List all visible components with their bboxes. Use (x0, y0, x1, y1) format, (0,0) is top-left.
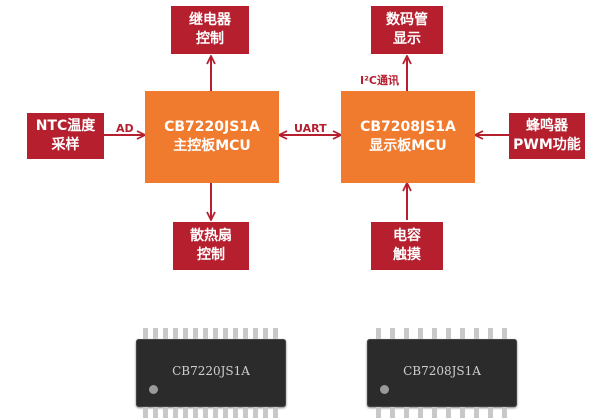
i2c-label: I²C通讯 (360, 74, 399, 87)
chip-pin (153, 328, 158, 339)
chip-pin (376, 407, 381, 418)
segment-line1: 数码管 (386, 12, 428, 29)
chip-marking-left: CB7220JS1A (172, 364, 250, 378)
chip-pin (213, 328, 218, 339)
chip-pin (263, 328, 268, 339)
touch-line2: 触摸 (393, 247, 421, 263)
chip-pin (390, 407, 395, 418)
chip-pin (143, 328, 148, 339)
uart-label: UART (294, 122, 327, 135)
chip-pin (213, 407, 218, 418)
ntc-line1: NTC温度 (35, 118, 96, 135)
ntc-sampling-box: NTC温度 采样 (27, 113, 104, 159)
chip-pin (432, 407, 437, 418)
touch-box: 电容 触摸 (371, 222, 443, 270)
fan-line1: 散热扇 (190, 228, 232, 245)
ad-label: AD (116, 122, 134, 135)
segment-line2: 显示 (393, 31, 421, 47)
main-mcu-desc: 主控板MCU (173, 138, 251, 154)
chip-pin (183, 328, 188, 339)
chip-pin (376, 328, 381, 339)
segment-display-box: 数码管 显示 (371, 6, 443, 54)
fan-line2: 控制 (197, 247, 225, 263)
chip-pin (474, 328, 479, 339)
display-mcu-desc: 显示板MCU (369, 138, 447, 154)
chip-pin (446, 407, 451, 418)
chip-pin (183, 407, 188, 418)
main-mcu-box: CB7220JS1A 主控板MCU (145, 91, 279, 183)
chip-pin (273, 407, 278, 418)
chip-pin (163, 407, 168, 418)
chip-pin (233, 328, 238, 339)
relay-line2: 控制 (196, 31, 224, 47)
chip-pin (223, 328, 228, 339)
chip-pin (163, 328, 168, 339)
display-mcu-box: CB7208JS1A 显示板MCU (341, 91, 475, 183)
fan-control-box: 散热扇 控制 (173, 222, 249, 270)
chip-pin (143, 407, 148, 418)
chip-pin (153, 407, 158, 418)
chip-pin (404, 407, 409, 418)
chip-pin (253, 407, 258, 418)
main-mcu-model: CB7220JS1A (164, 119, 260, 136)
relay-line1: 继电器 (189, 12, 231, 29)
chip-marking-right: CB7208JS1A (403, 364, 481, 378)
chip-pin (173, 407, 178, 418)
chip-pin (460, 328, 465, 339)
chip-pin (502, 328, 507, 339)
touch-line1: 电容 (393, 228, 421, 245)
chip-pin (223, 407, 228, 418)
display-mcu-model: CB7208JS1A (360, 119, 456, 136)
chip-pin (273, 328, 278, 339)
chip-pin (404, 328, 409, 339)
chip-pin (418, 407, 423, 418)
chip-pin (390, 328, 395, 339)
chip-body-right: CB7208JS1A (367, 339, 517, 407)
chip-pin (502, 407, 507, 418)
chip-pin (432, 328, 437, 339)
chip-pin (173, 328, 178, 339)
chip-pin1-dot-right (380, 385, 389, 394)
chip-cb7208: CB7208JS1A (367, 325, 517, 419)
chip-pin (418, 328, 423, 339)
buzzer-line1: 蜂鸣器 (526, 118, 568, 135)
chip-pin (193, 328, 198, 339)
chip-pin (243, 328, 248, 339)
chip-pin (243, 407, 248, 418)
buzzer-line2: PWM功能 (513, 137, 581, 153)
chip-pin (233, 407, 238, 418)
chip-pin1-dot-left (149, 385, 158, 394)
ntc-line2: 采样 (51, 137, 80, 153)
chip-pin (488, 328, 493, 339)
chip-pin (263, 407, 268, 418)
chip-pin (488, 407, 493, 418)
chip-body-left: CB7220JS1A (136, 339, 286, 407)
buzzer-pwm-box: 蜂鸣器 PWM功能 (509, 113, 585, 159)
chip-pin (446, 328, 451, 339)
relay-control-box: 继电器 控制 (171, 6, 249, 54)
chip-cb7220: CB7220JS1A (136, 325, 286, 419)
chip-pin (203, 407, 208, 418)
chip-pin (460, 407, 465, 418)
chip-pin (193, 407, 198, 418)
chip-pin (253, 328, 258, 339)
chip-pin (203, 328, 208, 339)
chip-pin (474, 407, 479, 418)
